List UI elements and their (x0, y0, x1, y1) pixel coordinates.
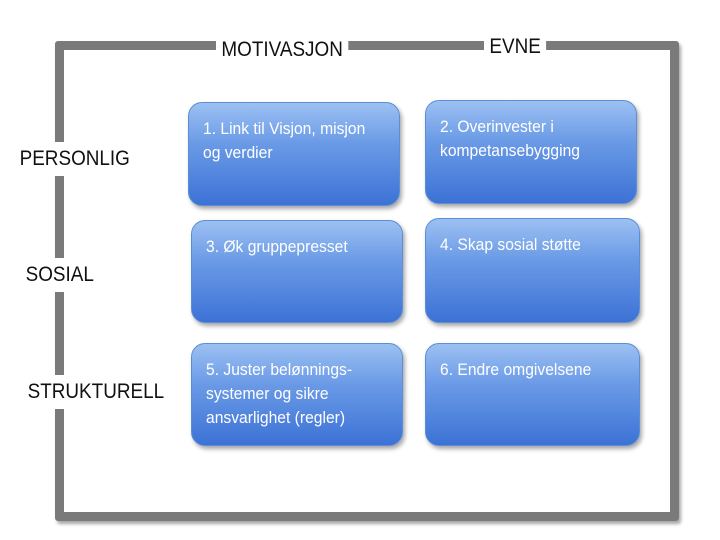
strategy-box-6: 6. Endre omgivelsene (425, 343, 640, 446)
strategy-box-6-text: 6. Endre omgivelsene (440, 360, 592, 379)
column-label-motivation: MOTIVASJON (216, 37, 349, 63)
strategy-box-4: 4. Skap sosial støtte (425, 218, 640, 323)
strategy-box-5: 5. Juster belønnings- systemer og sikre … (191, 343, 403, 446)
strategy-box-2-text: 2. Overinvester i kompetansebygging (440, 117, 580, 160)
strategy-box-2: 2. Overinvester i kompetansebygging (425, 100, 637, 204)
row-label-structural: STRUKTURELL (24, 375, 168, 409)
row-label-social: SOSIAL (22, 258, 98, 292)
strategy-box-5-text: 5. Juster belønnings- systemer og sikre … (206, 360, 353, 427)
strategy-box-1: 1. Link til Visjon, misjon og verdier (188, 102, 400, 206)
strategy-box-4-text: 4. Skap sosial støtte (440, 235, 581, 254)
row-label-personal: PERSONLIG (16, 142, 134, 176)
column-label-ability: EVNE (484, 34, 547, 60)
strategy-box-1-text: 1. Link til Visjon, misjon og verdier (203, 119, 366, 162)
strategy-box-3-text: 3. Øk gruppepresset (206, 237, 348, 256)
strategy-box-3: 3. Øk gruppepresset (191, 220, 403, 323)
